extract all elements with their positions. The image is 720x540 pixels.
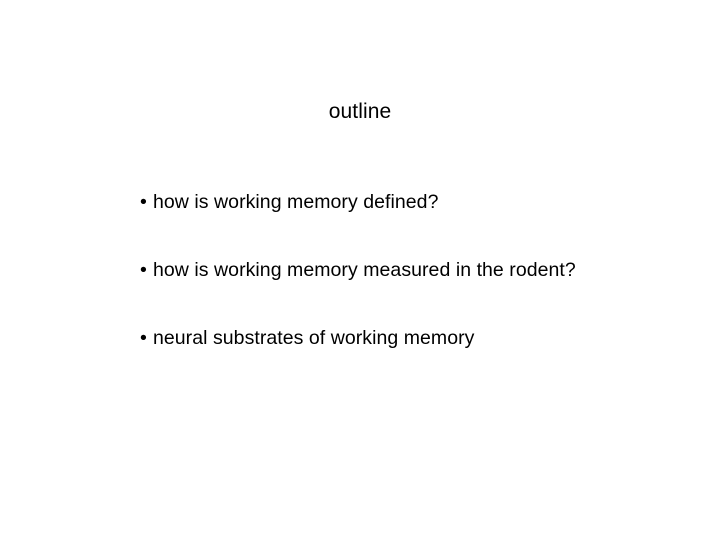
bullet-list: • how is working memory defined? • how i… [140,190,700,350]
list-item-label: how is working memory defined? [153,191,439,213]
slide-title: outline [328,100,392,123]
bullet-point-icon: • [140,327,147,349]
bullet-point-icon: • [140,259,147,281]
list-item-label: how is working memory measured in the ro… [153,259,576,281]
list-item: • how is working memory defined? [140,190,700,214]
list-item: • neural substrates of working memory [140,326,700,350]
list-item-label: neural substrates of working memory [153,327,475,349]
bullet-point-icon: • [140,191,147,213]
list-item: • how is working memory measured in the … [140,258,700,282]
